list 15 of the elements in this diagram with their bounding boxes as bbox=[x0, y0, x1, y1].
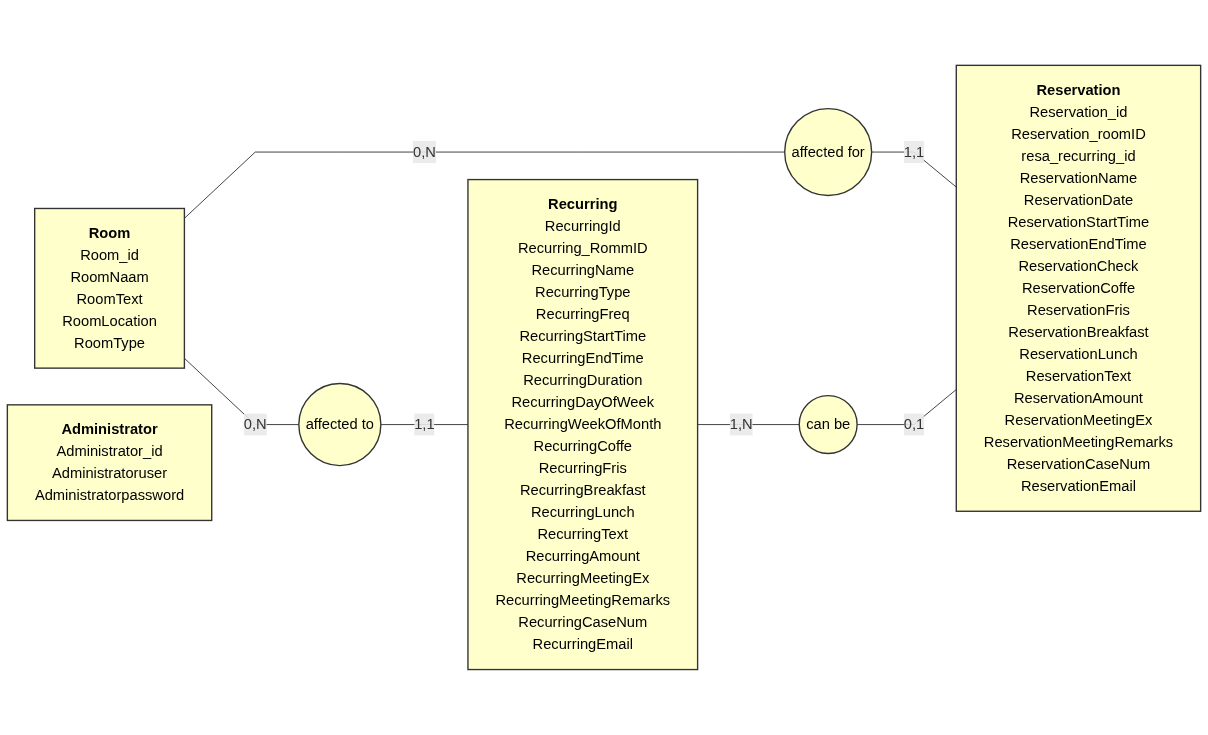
node-circle: affected for bbox=[784, 107, 873, 197]
connector bbox=[697, 424, 800, 426]
edge-label: 1,N bbox=[729, 416, 753, 432]
node-circle: can be bbox=[798, 395, 858, 455]
node-circle: affected to bbox=[298, 382, 382, 467]
node-box: Recurring RecurringId Recurring_RommID RecurringName RecurringType RecurringFreq RecurringStartTime RecurringEndTime RecurringDuration RecurringDayOfWeek RecurringWeekOfMonth RecurringCoffe RecurringFris RecurringBreakfast RecurringLunch RecurringText RecurringAmount RecurringMeetingEx RecurringMeetingRemarks RecurringCaseNum RecurringEmail bbox=[467, 178, 699, 671]
node-box: Room Room_id RoomNaam RoomText RoomLocation RoomType bbox=[34, 207, 186, 369]
connector bbox=[871, 151, 957, 188]
edge-label: 0,N bbox=[243, 416, 267, 432]
edge-label: 0,N bbox=[412, 143, 436, 160]
node-box: Reservation Reservation_id Reservation_roomID resa_recurring_id ReservationName ReservationDate ReservationStartTime ReservationEndTime ReservationCheck ReservationCoffe ReservationFris ReservationBreakfast ReservationLunch ReservationText ReservationAmount ReservationMeetingEx ReservationMeetingRemarks ReservationCaseNum ReservationEmail bbox=[955, 64, 1202, 512]
node-box: Administrator Administrator_id Administratoruser Administratorpassword bbox=[6, 404, 213, 522]
edge-label: 1,1 bbox=[414, 416, 435, 432]
edge-label: 0,1 bbox=[903, 416, 925, 432]
edge-label: 1,1 bbox=[903, 143, 925, 160]
